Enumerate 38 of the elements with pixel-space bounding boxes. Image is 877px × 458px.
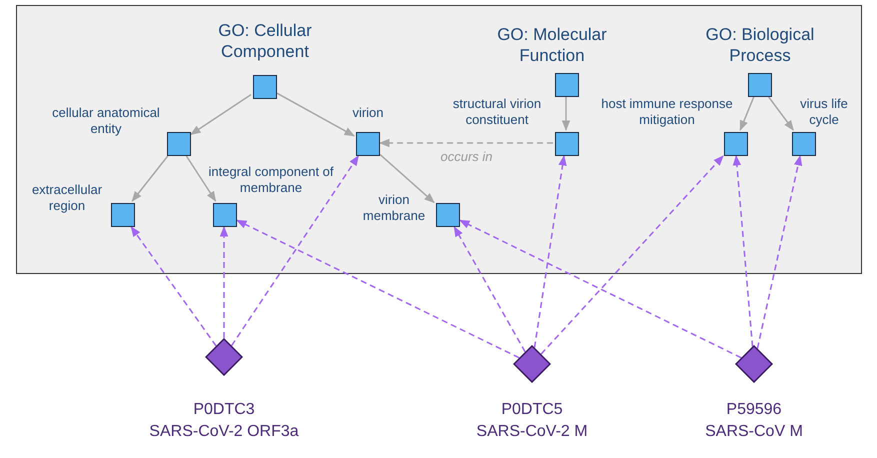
dashed-arrow: [130, 226, 217, 346]
term-label: host immune response mitigation: [601, 96, 733, 128]
term-label: virion membrane: [362, 192, 426, 224]
dashed-arrow: [756, 154, 802, 349]
arrow: [740, 96, 754, 131]
dashed-arrow: [378, 138, 553, 148]
term-label: integral component of membrane: [207, 164, 335, 196]
dashed-arrow: [236, 220, 520, 358]
protein-name: SARS-CoV M: [704, 422, 804, 442]
protein-name: SARS-CoV-2 ORF3a: [148, 422, 300, 442]
dashed-arrow: [540, 155, 724, 355]
panel-background: [16, 5, 862, 274]
term-label: virus life cycle: [799, 96, 849, 128]
term-label: cellular anatomical entity: [51, 105, 161, 137]
dashed-arrow: [230, 155, 359, 346]
dashed-arrow: [732, 154, 754, 347]
protein-id: P59596: [725, 400, 783, 420]
protein-id: P0DTC3: [192, 400, 256, 420]
term-label: structural virion constituent: [452, 96, 542, 128]
category-title: GO: Biological Process: [704, 24, 816, 66]
dashed-arrow: [454, 226, 526, 352]
dashed-arrow: [220, 226, 228, 338]
arrow: [380, 154, 435, 204]
category-title: GO: Cellular Component: [217, 20, 313, 62]
arrow: [186, 156, 216, 202]
protein-id: P0DTC5: [500, 400, 564, 420]
term-label: virion: [351, 105, 385, 121]
term-label: extracellular region: [30, 182, 104, 214]
arrow: [132, 156, 168, 202]
dashed-arrow: [459, 220, 742, 358]
edge-label: occurs in: [438, 149, 495, 164]
dashed-arrow: [534, 154, 567, 348]
arrow: [276, 92, 355, 136]
arrow: [562, 97, 570, 132]
arrow: [190, 94, 252, 135]
category-title: GO: Molecular Function: [496, 24, 608, 66]
protein-name: SARS-CoV-2 M: [475, 422, 589, 442]
arrow: [768, 96, 794, 131]
